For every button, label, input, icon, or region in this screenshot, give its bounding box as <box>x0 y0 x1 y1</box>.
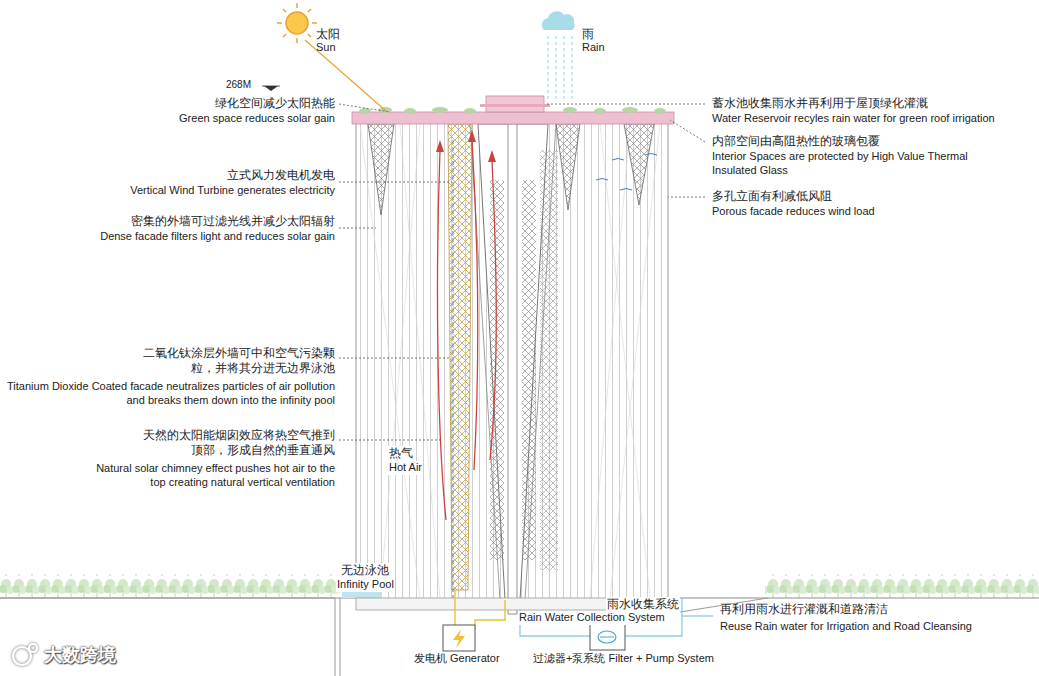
height-mark: 268M <box>226 79 251 92</box>
sun-label: Sun <box>316 41 336 55</box>
annotation-text: 蓄水池收集雨水并再利用于屋顶绿化灌溉 <box>712 96 928 111</box>
annotation-text: 天然的太阳能烟囱效应将热空气推到 顶部，形成自然的垂直通风 <box>135 428 335 458</box>
annotation-text: 二氧化钛涂层外墙可中和空气污染颗 粒，并将其分进无边界泳池 <box>135 346 335 376</box>
annotation-text: Titanium Dioxide Coated facade neutraliz… <box>5 380 335 408</box>
collection-label: 雨水收集系统 <box>606 597 680 612</box>
hot-air-label: Hot Air <box>388 461 423 475</box>
collection-label: Rain Water Collection System <box>518 611 666 625</box>
annotation-text: 绿化空间减少太阳热能 <box>215 96 335 111</box>
annotation-text: Vertical Wind Turbine generates electric… <box>130 184 335 198</box>
annotation-text: 密集的外墙可过滤光线并减少太阳辐射 <box>131 214 335 229</box>
hot-air-label: 热气 <box>388 446 414 461</box>
annotation-text: 多孔立面有利减低风阻 <box>712 189 832 204</box>
annotation-text: Porous facade reduces wind load <box>712 205 875 219</box>
annotation-text: Natural solar chimney effect pushes hot … <box>85 462 335 490</box>
annotation-text: Water Reservoir recyles rain water for g… <box>712 112 995 126</box>
filter-pump-label: 过滤器+泵系统 Filter + Pump System <box>533 652 714 666</box>
annotation-text: Green space reduces solar gain <box>179 112 335 126</box>
generator-label: 发电机 Generator <box>414 652 500 666</box>
rain-label: Rain <box>582 41 605 55</box>
rain-label: 雨 <box>582 27 594 42</box>
annotation-text: Reuse Rain water for Irrigation and Road… <box>720 620 972 634</box>
annotation-text: 内部空间由高阻热性的玻璃包覆 <box>712 134 880 149</box>
annotation-text: 立式风力发电机发电 <box>227 168 335 183</box>
pool-label: Infinity Pool <box>336 578 395 592</box>
annotation-text: Dense facade filters light and reduces s… <box>100 230 335 244</box>
annotation-text: 再利用雨水进行灌溉和道路清洁 <box>720 602 888 617</box>
pool-label: 无边泳池 <box>340 563 390 578</box>
sun-label: 太阳 <box>316 27 340 42</box>
watermark: 大数跨境 <box>44 644 116 667</box>
annotation-text: Interior Spaces are protected by High Va… <box>712 150 977 178</box>
